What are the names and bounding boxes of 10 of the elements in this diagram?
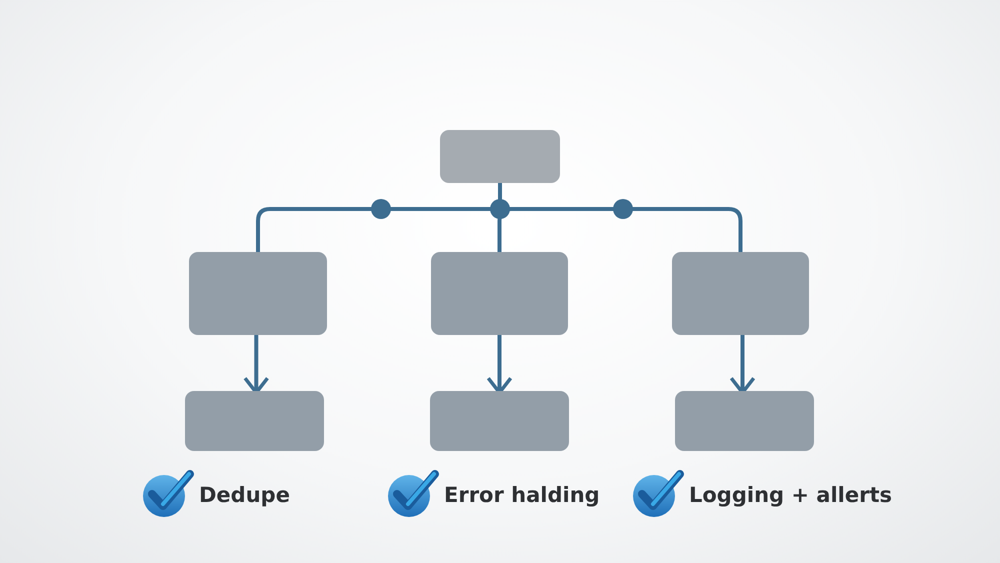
step-label: Error halding — [444, 483, 600, 507]
empty-box — [675, 391, 814, 451]
empty-box — [440, 130, 560, 183]
empty-box — [189, 252, 327, 335]
empty-box — [430, 391, 569, 451]
empty-box — [185, 391, 324, 451]
step-label: Logging + allerts — [689, 483, 892, 507]
step-label: Dedupe — [199, 483, 290, 507]
empty-box — [431, 252, 568, 335]
empty-box — [672, 252, 809, 335]
